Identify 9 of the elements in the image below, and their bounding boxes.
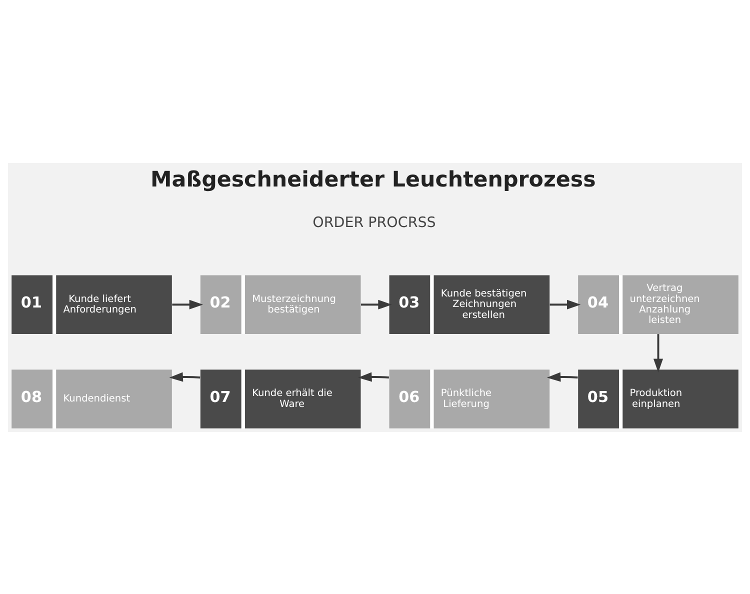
arrow	[169, 372, 200, 382]
arrow	[361, 299, 392, 309]
arrow	[546, 372, 578, 382]
label: ORDER PROCRSS	[312, 214, 436, 230]
diagram-title: Maßgeschneiderter Leuchtenprozess	[150, 166, 596, 192]
arrow	[172, 299, 204, 309]
arrow	[653, 334, 664, 372]
arrow	[358, 372, 389, 382]
arrow	[550, 299, 581, 309]
